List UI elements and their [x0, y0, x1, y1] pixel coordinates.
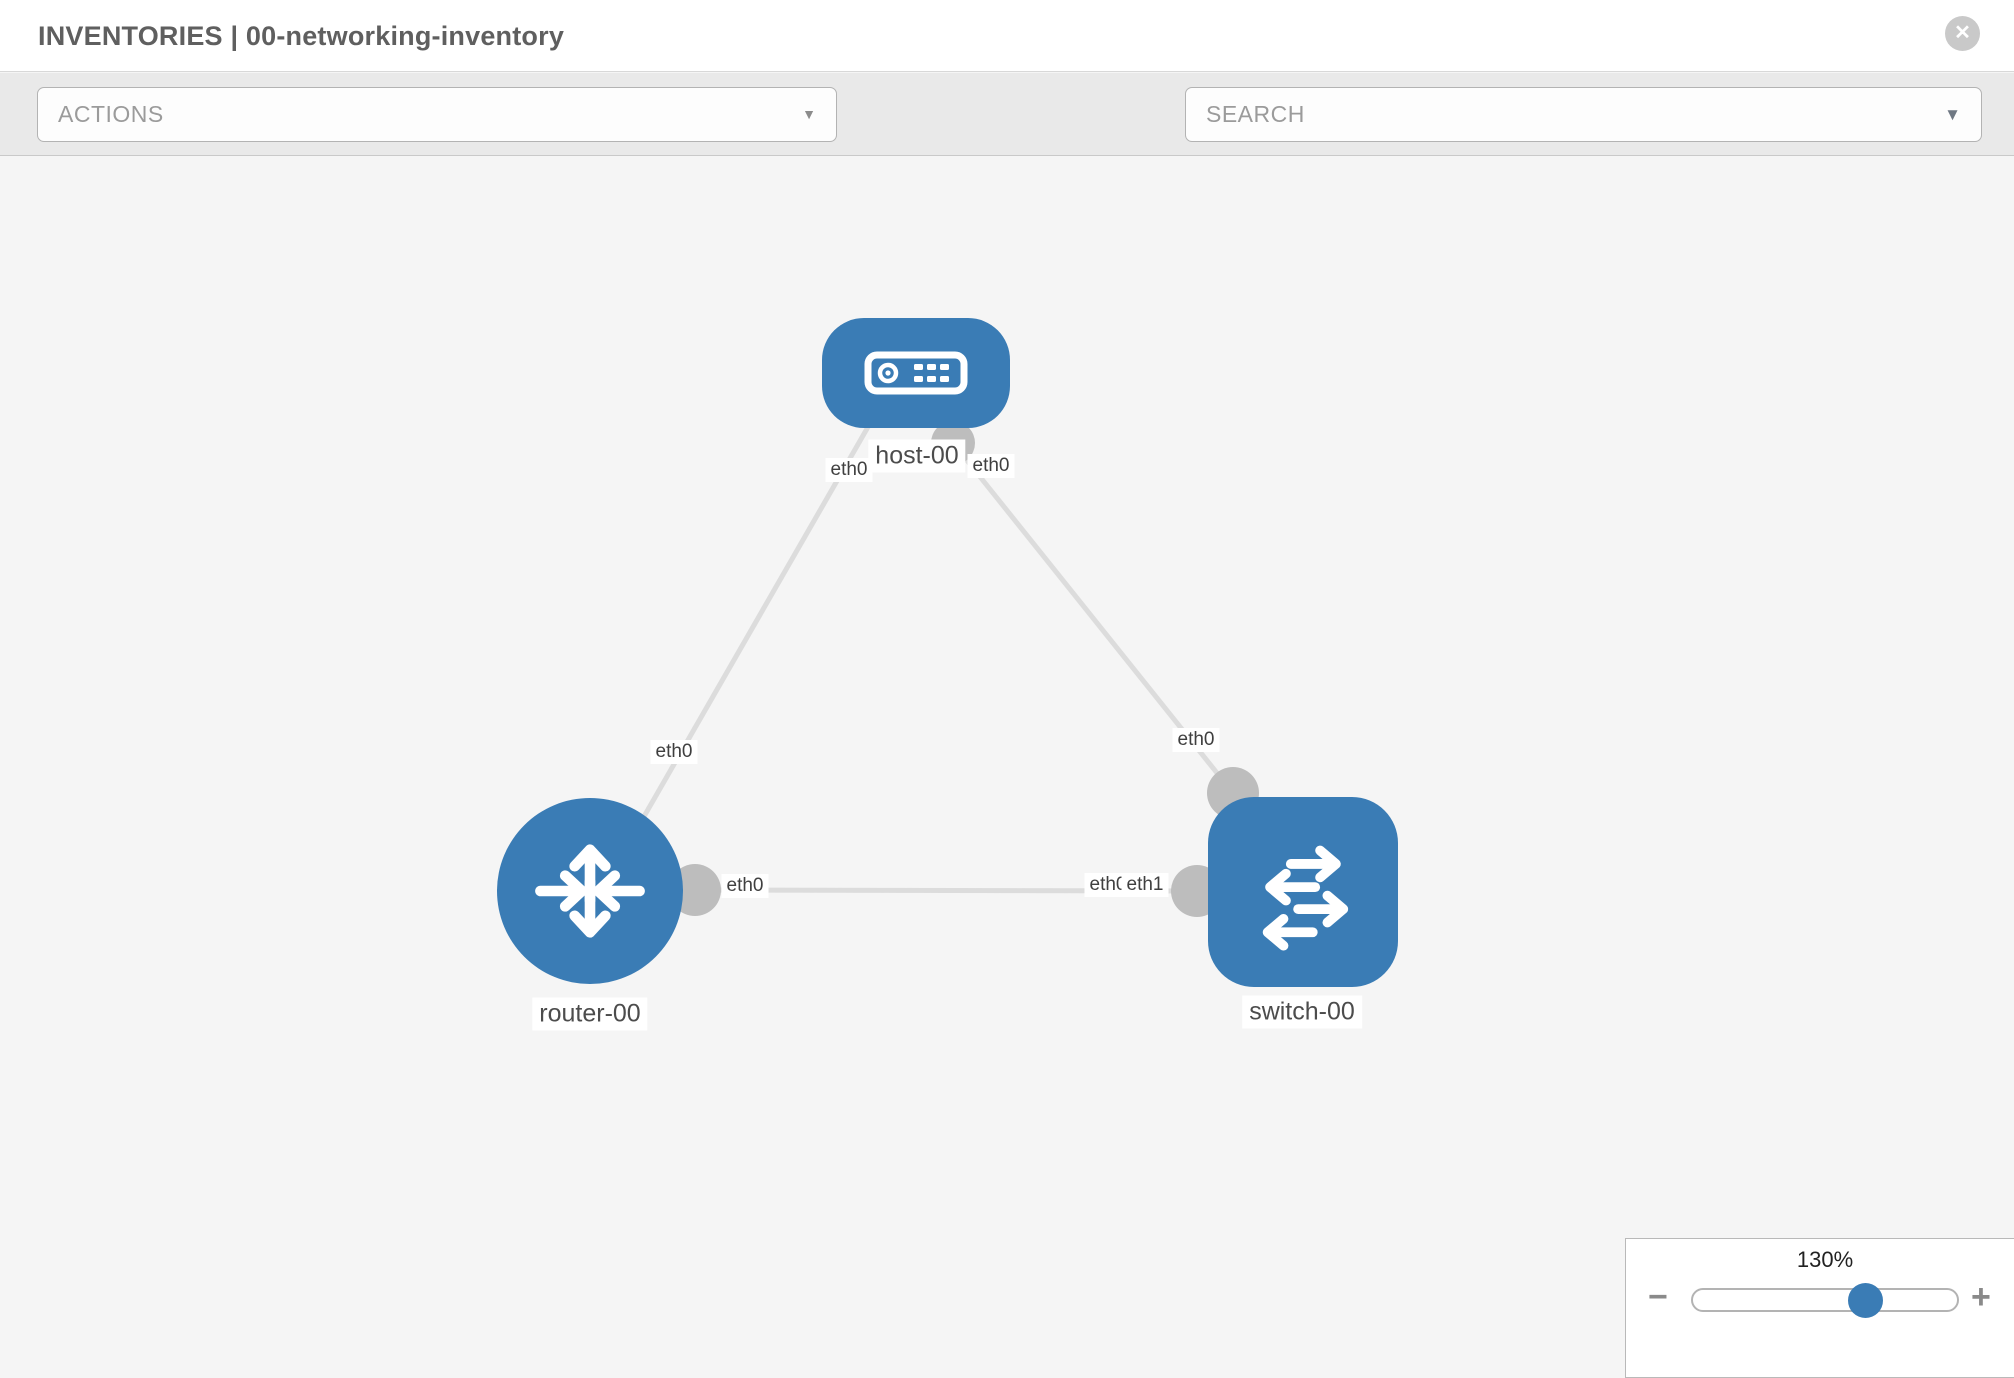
zoom-out-button[interactable]: − — [1648, 1278, 1668, 1316]
link-host-router[interactable] — [597, 418, 875, 895]
close-icon[interactable]: ✕ — [1945, 16, 1980, 51]
chevron-down-icon: ▼ — [802, 106, 816, 122]
zoom-level-label: 130% — [1796, 1247, 1854, 1272]
node-label-host[interactable]: host-00 — [868, 439, 966, 473]
chevron-down-icon: ▼ — [1944, 105, 1961, 124]
iface-label-host-eth0-left: eth0 — [825, 458, 873, 482]
zoom-in-button[interactable]: + — [1971, 1278, 1991, 1316]
node-label-router[interactable]: router-00 — [532, 997, 648, 1031]
actions-dropdown[interactable]: ACTIONS ▼ — [37, 87, 837, 142]
node-router-00[interactable] — [497, 798, 683, 984]
zoom-slider-track[interactable] — [1691, 1288, 1959, 1312]
search-placeholder: SEARCH — [1206, 101, 1305, 127]
node-switch-00[interactable] — [1208, 797, 1398, 987]
iface-label-router-eth0-link: eth0 — [721, 874, 769, 898]
topology-wires — [597, 418, 1259, 917]
page-title: INVENTORIES | 00-networking-inventory — [38, 21, 565, 51]
iface-label-switch-eth0: eth0 — [1172, 728, 1220, 752]
search-input[interactable]: SEARCH ▼ — [1185, 87, 1982, 142]
zoom-slider-handle[interactable] — [1848, 1283, 1883, 1318]
host-icon — [864, 351, 968, 395]
node-host-00[interactable] — [822, 318, 1010, 428]
node-label-switch[interactable]: switch-00 — [1242, 995, 1362, 1029]
iface-label-switch-eth1: eth1 — [1121, 873, 1169, 897]
iface-label-router-eth0-up: eth0 — [650, 740, 698, 764]
page-header: INVENTORIES | 00-networking-inventory ✕ — [0, 0, 2014, 72]
actions-dropdown-label: ACTIONS — [58, 101, 164, 127]
toolbar: ACTIONS ▼ SEARCH ▼ — [0, 73, 2014, 208]
topology-canvas[interactable]: host-00 router-00 switch-00 eth0 eth0 et… — [0, 156, 2014, 1378]
zoom-control-panel: 130% − + — [1625, 1238, 2014, 1378]
switch-icon — [1262, 845, 1349, 951]
iface-label-host-eth0-right: eth0 — [967, 454, 1015, 478]
router-icon — [535, 844, 645, 938]
